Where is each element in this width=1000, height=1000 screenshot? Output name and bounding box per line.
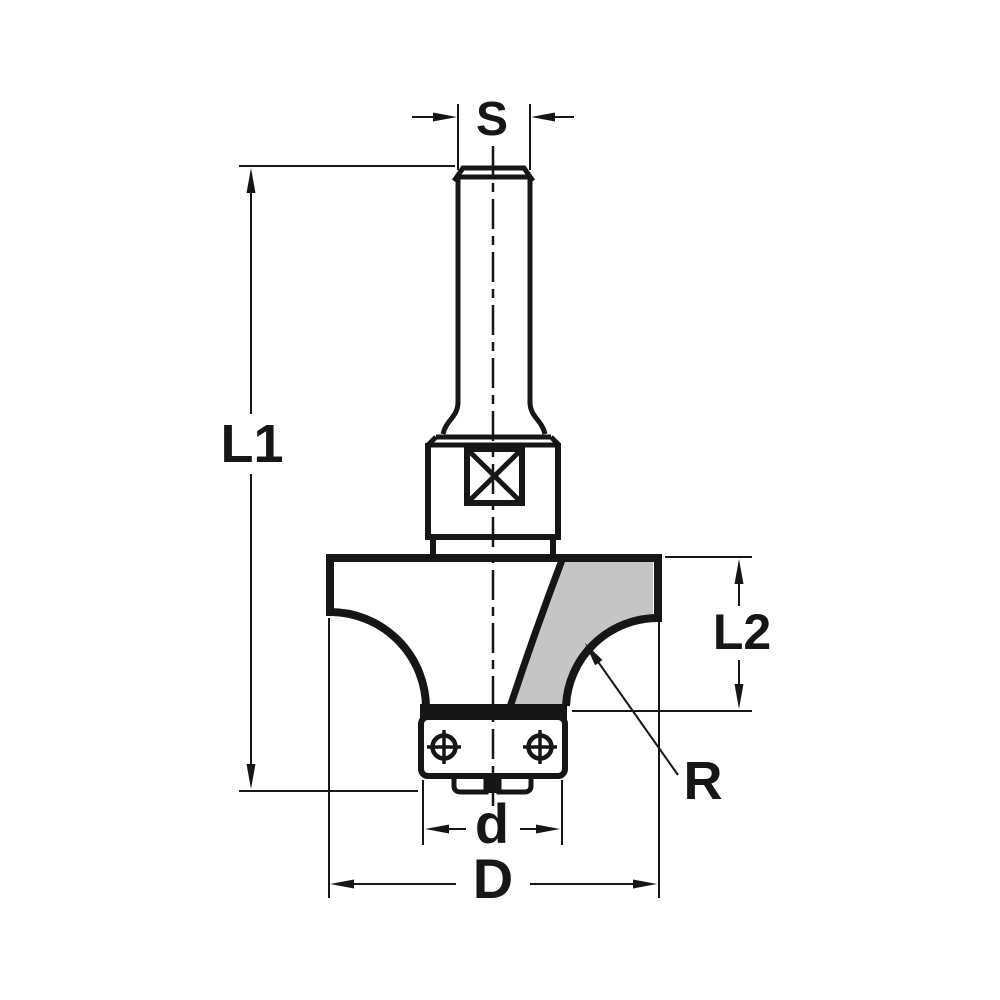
arrowhead	[246, 168, 256, 193]
arrowhead	[633, 879, 657, 889]
arrowhead	[531, 112, 555, 122]
radius-leader	[585, 643, 679, 776]
cutter-right-profile	[562, 554, 662, 707]
dimension-l2	[572, 556, 752, 712]
bearing-rivet-right	[523, 730, 557, 764]
label-radius: R	[683, 751, 723, 811]
arrowhead	[734, 559, 744, 584]
label-cutting-length: L2	[712, 604, 772, 660]
dimension-d	[422, 780, 563, 845]
bearing-rivet-left	[427, 730, 461, 764]
arrowhead	[433, 112, 457, 122]
shank-fillet-left	[440, 401, 461, 435]
flute-face	[510, 562, 653, 705]
cutter-body	[326, 554, 662, 709]
dimension-s	[412, 104, 574, 170]
arrowhead	[734, 684, 744, 709]
arrowhead	[425, 824, 449, 834]
dimension-l1	[239, 165, 455, 792]
label-shank-diameter: S	[475, 93, 509, 146]
shank-fillet-right	[527, 401, 548, 435]
dimension-D	[328, 618, 660, 898]
arbor-x-box	[464, 446, 525, 506]
label-cutting-diameter: D	[472, 847, 514, 910]
screw-slot	[484, 775, 501, 793]
flute-edge-curve	[506, 558, 566, 709]
arrowhead	[330, 879, 354, 889]
collar-hub	[425, 434, 561, 556]
shank	[440, 165, 548, 435]
label-overall-length: L1	[220, 414, 284, 474]
retaining-screw	[451, 775, 534, 795]
label-bearing-diameter: d	[474, 792, 510, 855]
arrowhead	[246, 764, 256, 789]
cutter-left-profile	[326, 554, 430, 709]
arrowhead	[536, 824, 560, 834]
